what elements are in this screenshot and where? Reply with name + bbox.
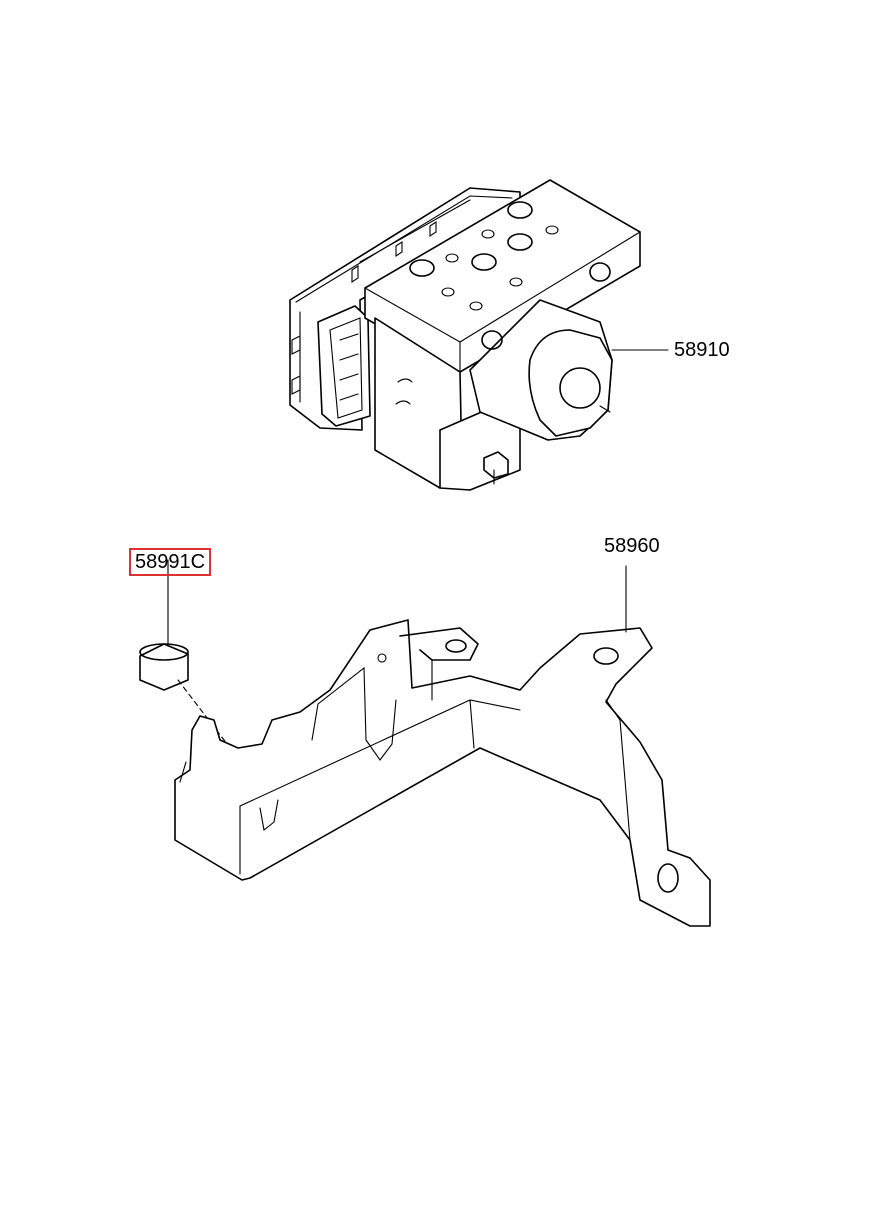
abs-hydraulic-unit-drawing[interactable]: [289, 179, 669, 491]
part-label-58960[interactable]: 58960: [604, 535, 660, 557]
part-label-58991c-highlighted[interactable]: 58991C: [129, 548, 212, 576]
part-label-58910[interactable]: 58910: [674, 339, 730, 361]
mounting-bracket-drawing[interactable]: [174, 565, 711, 927]
